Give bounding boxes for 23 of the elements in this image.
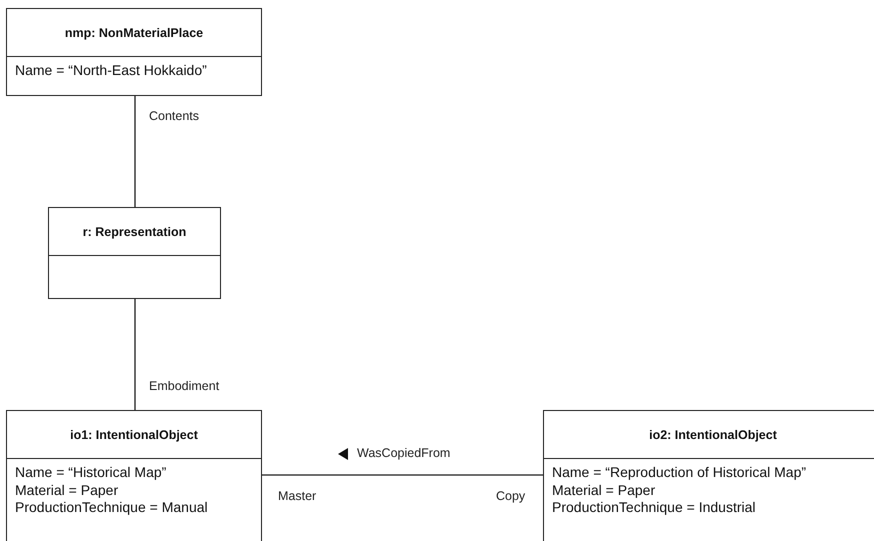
association-line [262, 474, 543, 476]
attribute-text: ProductionTechnique = Manual [15, 499, 209, 516]
object-name: io1: IntentionalObject [70, 428, 198, 442]
association-line [134, 299, 136, 410]
attribute-text: Name = “Historical Map” [15, 464, 168, 482]
edge-label: WasCopiedFrom [355, 446, 452, 460]
object-box [543, 410, 874, 541]
attribute-text: Name = “North-East Hokkaido” [15, 62, 208, 80]
attribute-text: Material = Paper [552, 482, 656, 499]
role-name: Copy [494, 489, 528, 503]
attribute-text: Name = “Reproduction of Historical Map” [552, 464, 808, 482]
association-line [134, 96, 136, 207]
object-box [48, 207, 221, 299]
object-name: r: Representation [82, 224, 186, 238]
role-name: Master [276, 489, 318, 503]
edge-label: Embodiment [147, 379, 222, 393]
attribute-text: Material = Paper [15, 482, 120, 499]
object-name: nmp: NonMaterialPlace [64, 26, 204, 40]
object-box [6, 410, 262, 541]
attribute-text: ProductionTechnique = Industrial [552, 499, 757, 516]
object-name: io2: IntentionalObject [649, 428, 777, 442]
object-box [6, 8, 262, 96]
edge-label: Contents [147, 109, 202, 123]
